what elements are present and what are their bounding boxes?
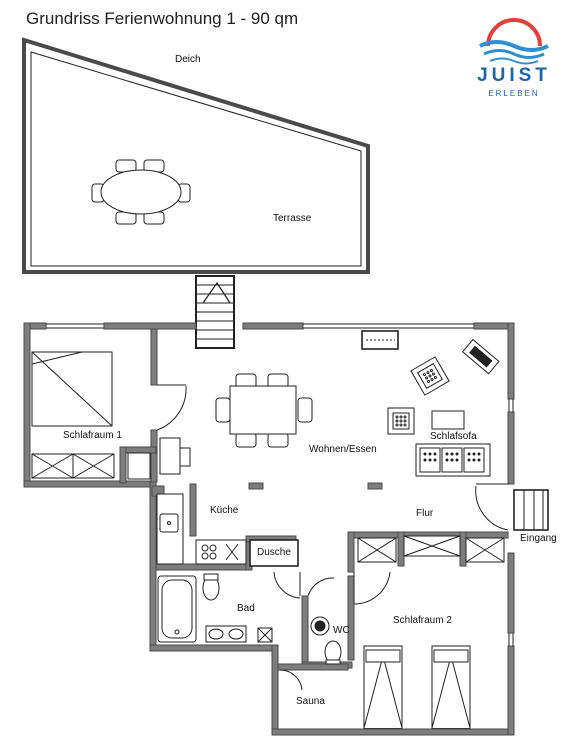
cabinet-nook	[159, 437, 191, 475]
coffee-table	[431, 410, 465, 430]
label-wc: WC	[333, 625, 350, 636]
plan-title: Grundriss Ferienwohnung 1 - 90 qm	[26, 9, 299, 28]
label-flur: Flur	[416, 508, 434, 519]
juist-logo: JUIST ERLEBEN	[466, 10, 562, 102]
label-schlafsofa: Schlafsofa	[430, 431, 477, 442]
armchair-right	[387, 407, 415, 435]
logo-subtitle: ERLEBEN	[488, 89, 540, 98]
label-eingang: Eingang	[520, 533, 557, 544]
sideboard	[361, 330, 399, 350]
label-dusche: Dusche	[257, 547, 291, 558]
armchair-left	[410, 356, 450, 396]
terrace	[22, 37, 370, 274]
bathroom-fixtures	[157, 573, 273, 643]
partition-marks	[151, 482, 383, 497]
logo-sun-waves-icon	[479, 18, 549, 65]
windows	[46, 323, 514, 646]
label-sauna: Sauna	[296, 696, 325, 707]
label-kueche: Küche	[210, 505, 239, 516]
tv-stand	[461, 338, 500, 375]
shower	[249, 539, 299, 567]
logo-word: JUIST	[477, 65, 551, 86]
schlafraum1-furniture	[31, 351, 151, 480]
terrace-stairs	[195, 275, 235, 349]
dining-set	[215, 373, 313, 448]
entrance-steps	[513, 489, 549, 531]
label-terrasse: Terrasse	[273, 213, 312, 224]
wc-fixtures	[310, 616, 342, 665]
label-wohnen-essen: Wohnen/Essen	[309, 444, 377, 455]
label-bad: Bad	[237, 603, 255, 614]
sofa-bed	[415, 443, 491, 477]
doors	[156, 384, 510, 691]
interior-walls	[119, 328, 509, 671]
hall-wardrobes	[357, 535, 505, 563]
terrace-dining-set	[91, 159, 191, 225]
label-schlafraum2: Schlafraum 2	[393, 615, 452, 626]
label-schlafraum1: Schlafraum 1	[63, 430, 122, 441]
label-deich: Deich	[175, 54, 201, 65]
bedroom2-beds	[363, 645, 471, 729]
kitchen-units	[156, 493, 247, 565]
